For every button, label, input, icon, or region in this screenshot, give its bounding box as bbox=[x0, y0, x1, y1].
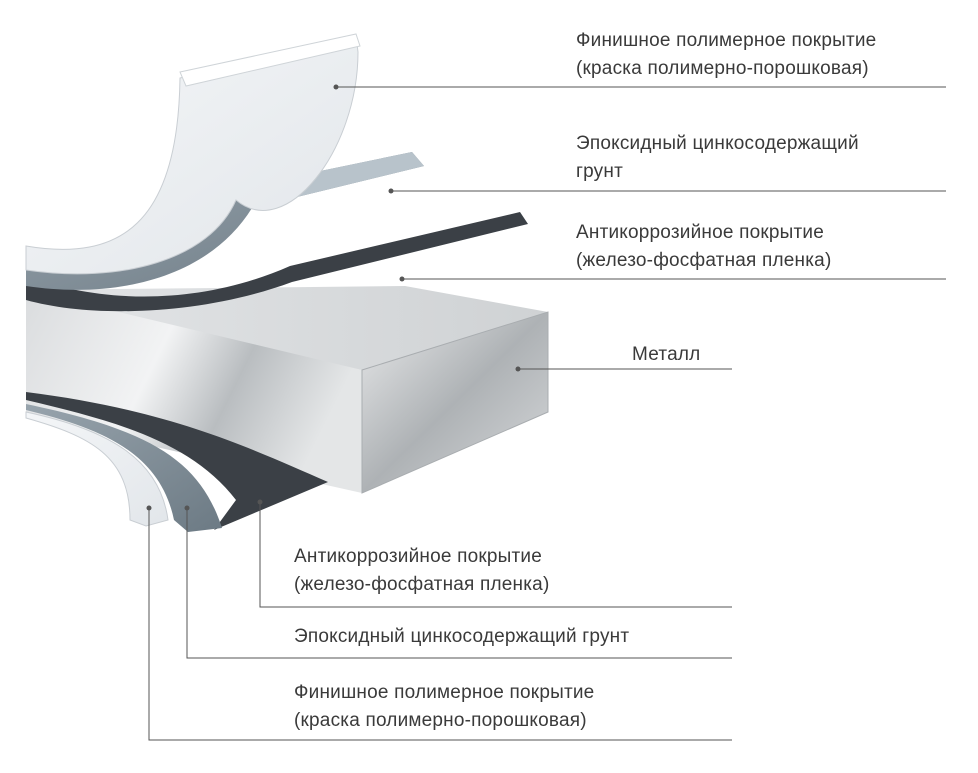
label-top-primer: Эпоксидный цинкосодержащий грунт bbox=[576, 130, 859, 186]
top-finish-edge bbox=[179, 33, 361, 87]
label-line: Антикоррозийное покрытие bbox=[576, 222, 824, 243]
dot-bottom-primer bbox=[184, 505, 190, 511]
label-bottom-primer: Эпоксидный цинкосодержащий грунт bbox=[294, 623, 629, 651]
leader-lines bbox=[148, 86, 946, 741]
metal-slab bbox=[26, 286, 549, 494]
dot-metal bbox=[515, 366, 521, 372]
metal-front-face bbox=[26, 290, 362, 493]
bottom-finish-layer bbox=[25, 411, 169, 527]
leader-bottom-primer bbox=[186, 508, 732, 659]
leader-bottom-finish bbox=[148, 508, 732, 741]
label-line: (краска полимерно-порошковая) bbox=[576, 58, 869, 79]
label-metal: Металл bbox=[632, 341, 700, 369]
label-bottom-finish: Финишное полимерное покрытие (краска пол… bbox=[294, 679, 594, 735]
label-line: Металл bbox=[632, 344, 701, 365]
label-line: (краска полимерно-порошковая) bbox=[294, 710, 587, 731]
label-line: Финишное полимерное покрытие bbox=[294, 682, 595, 703]
label-line: Антикоррозийное покрытие bbox=[294, 546, 542, 567]
label-line: Финишное полимерное покрытие bbox=[576, 30, 877, 51]
leader-dots bbox=[146, 84, 521, 511]
top-coatings bbox=[25, 33, 528, 312]
label-line: (железо-фосфатная пленка) bbox=[294, 574, 550, 595]
label-line: Эпоксидный цинкосодержащий грунт bbox=[294, 626, 630, 647]
leader-bottom-anticorrosion bbox=[259, 502, 732, 608]
label-line: грунт bbox=[576, 161, 623, 182]
dot-top-anticorrosion bbox=[399, 276, 405, 282]
metal-end-face bbox=[361, 311, 549, 494]
top-finish-layer bbox=[25, 35, 359, 275]
dot-top-primer bbox=[388, 188, 394, 194]
label-top-anticorrosion: Антикоррозийное покрытие (железо-фосфатн… bbox=[576, 219, 831, 275]
bottom-anticorrosion-layer bbox=[26, 392, 328, 530]
label-line: Эпоксидный цинкосодержащий bbox=[576, 133, 859, 154]
dot-bottom-anticorrosion bbox=[257, 499, 263, 505]
bottom-primer-layer bbox=[26, 404, 222, 532]
label-top-finish: Финишное полимерное покрытие (краска пол… bbox=[576, 27, 876, 83]
label-line: (железо-фосфатная пленка) bbox=[576, 250, 832, 271]
top-anticorrosion-layer bbox=[26, 212, 528, 312]
label-bottom-anticorrosion: Антикоррозийное покрытие (железо-фосфатн… bbox=[294, 543, 549, 599]
dot-top-finish bbox=[333, 84, 339, 90]
bottom-coatings bbox=[25, 392, 328, 532]
dot-bottom-finish bbox=[146, 505, 152, 511]
